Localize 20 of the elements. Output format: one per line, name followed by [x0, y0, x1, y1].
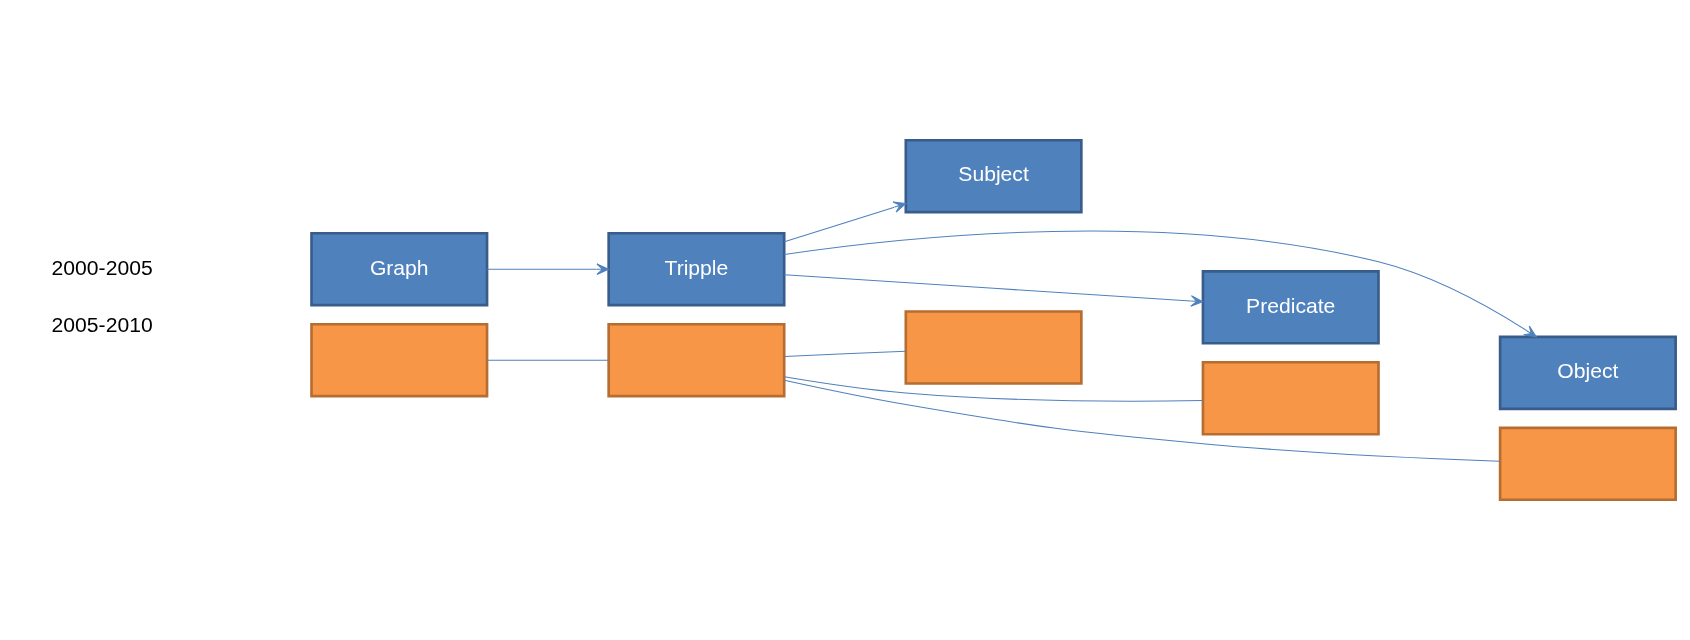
node-box	[1498, 426, 1677, 502]
arrow	[486, 263, 610, 275]
node-box	[1201, 361, 1380, 436]
node-box: Predicate	[1201, 270, 1380, 345]
node-box	[607, 322, 786, 398]
connector	[783, 376, 1204, 402]
node-box: Graph	[310, 231, 489, 307]
node-box: Tripple	[607, 231, 786, 307]
arrow	[783, 274, 1204, 307]
connector	[783, 379, 1501, 462]
connector	[486, 359, 610, 361]
node-box	[904, 310, 1083, 385]
arrow	[783, 230, 1537, 338]
label: 2000-2005	[51, 255, 153, 279]
label: 2005-2010	[51, 312, 153, 336]
connector	[783, 350, 907, 357]
node-box	[310, 322, 489, 398]
node-box: Subject	[904, 138, 1083, 214]
node-box: Object	[1498, 335, 1677, 411]
arrow	[783, 201, 907, 243]
